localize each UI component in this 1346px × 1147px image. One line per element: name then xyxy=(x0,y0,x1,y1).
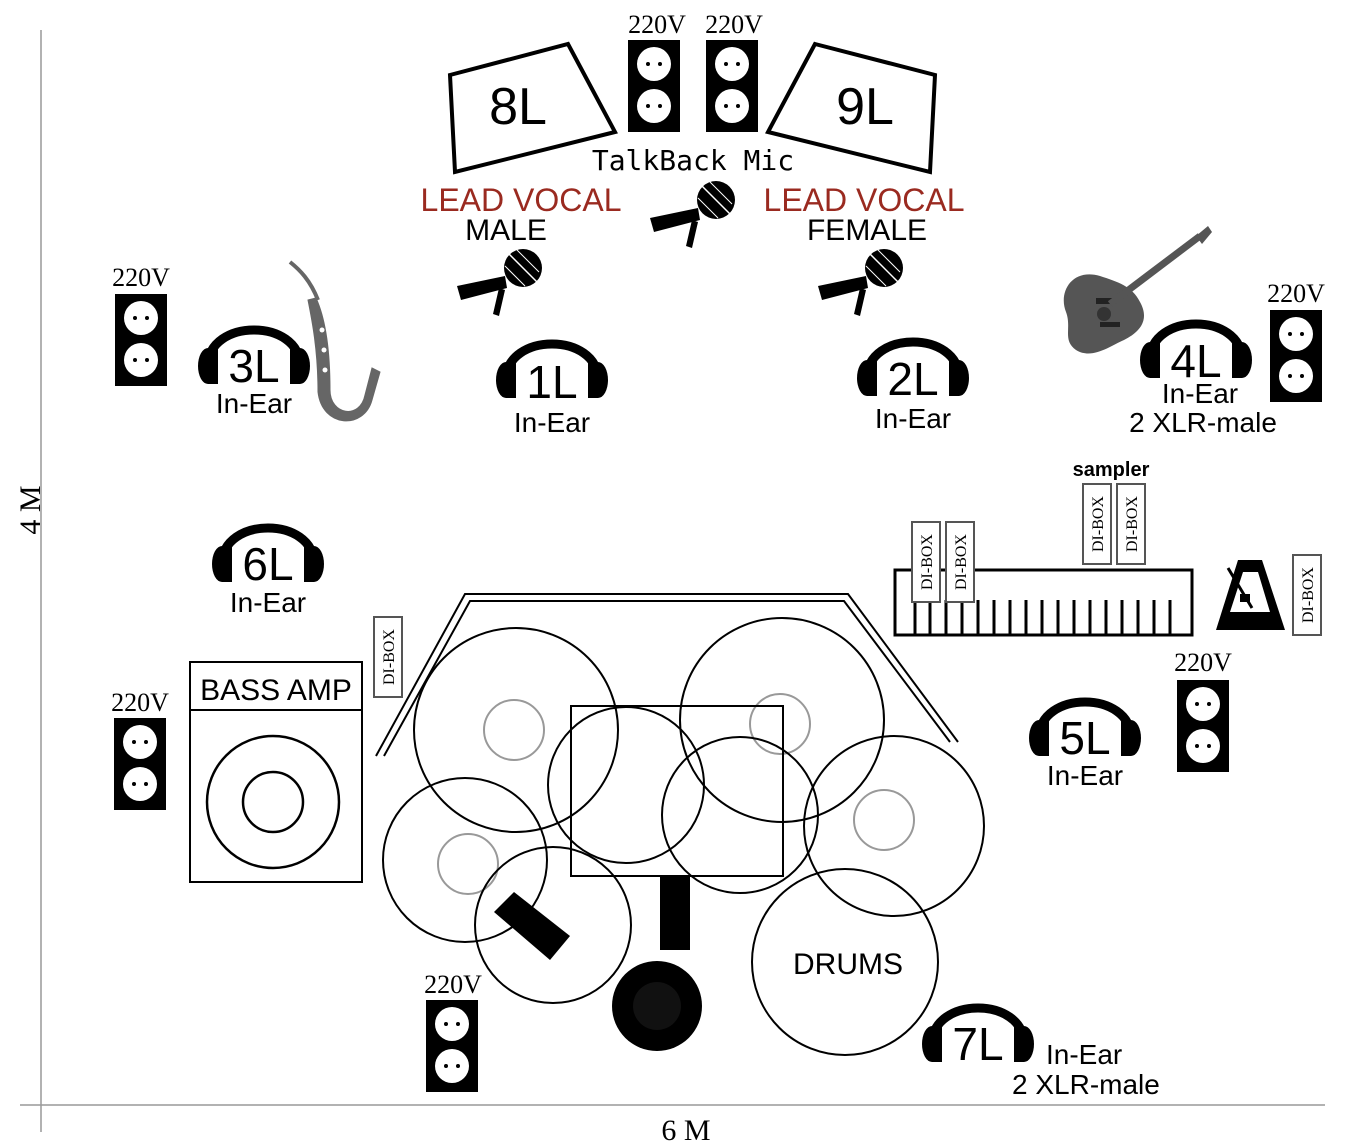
mic-male-icon xyxy=(456,248,543,317)
talkback-label: TalkBack Mic xyxy=(592,144,794,177)
bass-amp: BASS AMP xyxy=(189,661,363,883)
power-label: 220V xyxy=(112,263,170,292)
monitor-1l-label: 1L xyxy=(526,356,577,408)
drums-label: DRUMS xyxy=(793,948,903,981)
power-label: 220V xyxy=(628,10,686,39)
monitor-5l: 5L In-Ear xyxy=(1029,702,1141,791)
monitor-7l: 7L In-Ear 2 XLR-male xyxy=(922,1008,1160,1100)
talkback-mic-icon xyxy=(649,180,736,249)
power-outlet-right-upper: 220V xyxy=(1267,279,1325,402)
di-box-keys-1: DI-BOX xyxy=(911,521,941,603)
monitor-6l-type: In-Ear xyxy=(230,587,306,618)
monitor-5l-label: 5L xyxy=(1059,712,1110,764)
width-dimension-label: 6 M xyxy=(661,1114,710,1147)
monitor-3l-type: In-Ear xyxy=(216,388,292,419)
monitor-3l: 3L In-Ear xyxy=(198,330,310,419)
monitor-2l-type: In-Ear xyxy=(875,403,951,434)
di-box-label: DI-BOX xyxy=(1124,496,1141,552)
di-box-label: DI-BOX xyxy=(381,629,398,685)
monitor-4l-type: In-Ear xyxy=(1162,378,1238,409)
monitor-7l-extra: 2 XLR-male xyxy=(1012,1069,1160,1100)
monitor-1l: 1L In-Ear xyxy=(496,344,608,438)
di-box-label: DI-BOX xyxy=(919,534,936,590)
di-box-label: DI-BOX xyxy=(1090,496,1107,552)
tom-2 xyxy=(661,736,819,894)
di-box-label: DI-BOX xyxy=(1300,567,1317,623)
wedge-8l: 8L xyxy=(447,41,618,175)
cymbal-left xyxy=(413,627,619,833)
monitor-2l: 2L In-Ear xyxy=(857,342,969,434)
saxophone-icon xyxy=(288,260,381,422)
kick-drum xyxy=(612,876,702,1051)
monitor-6l: 6L In-Ear xyxy=(212,528,324,618)
monitor-4l: 4L In-Ear 2 XLR-male xyxy=(1129,324,1277,438)
power-outlet-right-lower: 220V xyxy=(1174,648,1232,772)
power-label: 220V xyxy=(1267,279,1325,308)
power-label: 220V xyxy=(705,10,763,39)
lead-vocal-female-subtitle: FEMALE xyxy=(807,214,927,247)
di-box-metronome: DI-BOX xyxy=(1292,554,1322,636)
di-box-label: DI-BOX xyxy=(953,534,970,590)
floor-tom xyxy=(751,868,939,1056)
power-outlet-bottom: 220V xyxy=(424,970,482,1092)
monitor-4l-label: 4L xyxy=(1170,335,1221,387)
monitor-7l-label: 7L xyxy=(952,1018,1003,1070)
di-box-bass: DI-BOX xyxy=(373,616,403,698)
cymbal-ride xyxy=(803,735,985,917)
monitor-5l-type: In-Ear xyxy=(1047,760,1123,791)
lead-vocal-male-subtitle: MALE xyxy=(465,214,547,247)
bass-amp-label: BASS AMP xyxy=(200,674,352,707)
di-box-sampler-2: DI-BOX xyxy=(1116,483,1146,565)
mic-female-icon xyxy=(817,248,904,317)
power-outlet-left-upper: 220V xyxy=(112,263,170,386)
wedge-9l-label: 9L xyxy=(836,78,894,136)
drum-riser xyxy=(375,593,959,757)
monitor-2l-label: 2L xyxy=(887,353,938,405)
wedge-9l: 9L xyxy=(765,41,938,175)
monitor-6l-label: 6L xyxy=(242,538,293,590)
monitor-4l-extra: 2 XLR-male xyxy=(1129,407,1277,438)
power-outlet-top-left: 220V xyxy=(628,10,686,132)
power-outlet-left-lower: 220V xyxy=(111,688,169,810)
lead-vocal-female-title: LEAD VOCAL xyxy=(764,182,965,218)
monitor-1l-type: In-Ear xyxy=(514,407,590,438)
wedge-8l-label: 8L xyxy=(489,78,547,136)
sampler-label: sampler xyxy=(1073,459,1150,481)
lead-vocal-male-title: LEAD VOCAL xyxy=(421,182,622,218)
power-label: 220V xyxy=(111,688,169,717)
power-label: 220V xyxy=(424,970,482,999)
drum-kit xyxy=(382,617,985,1056)
di-box-sampler-1: DI-BOX xyxy=(1082,483,1112,565)
tom-1 xyxy=(547,706,705,864)
monitor-3l-label: 3L xyxy=(228,340,279,392)
monitor-7l-type: In-Ear xyxy=(1046,1039,1122,1070)
metronome-icon xyxy=(1216,560,1285,630)
guitar-icon xyxy=(1063,226,1212,354)
di-box-keys-2: DI-BOX xyxy=(945,521,975,603)
power-label: 220V xyxy=(1174,648,1232,677)
keyboard xyxy=(893,568,1194,637)
height-dimension-label: 4 M xyxy=(14,485,47,534)
power-outlet-top-right: 220V xyxy=(705,10,763,132)
hihat-pedal xyxy=(494,892,570,960)
snare xyxy=(474,846,632,1004)
hihat xyxy=(382,777,548,943)
